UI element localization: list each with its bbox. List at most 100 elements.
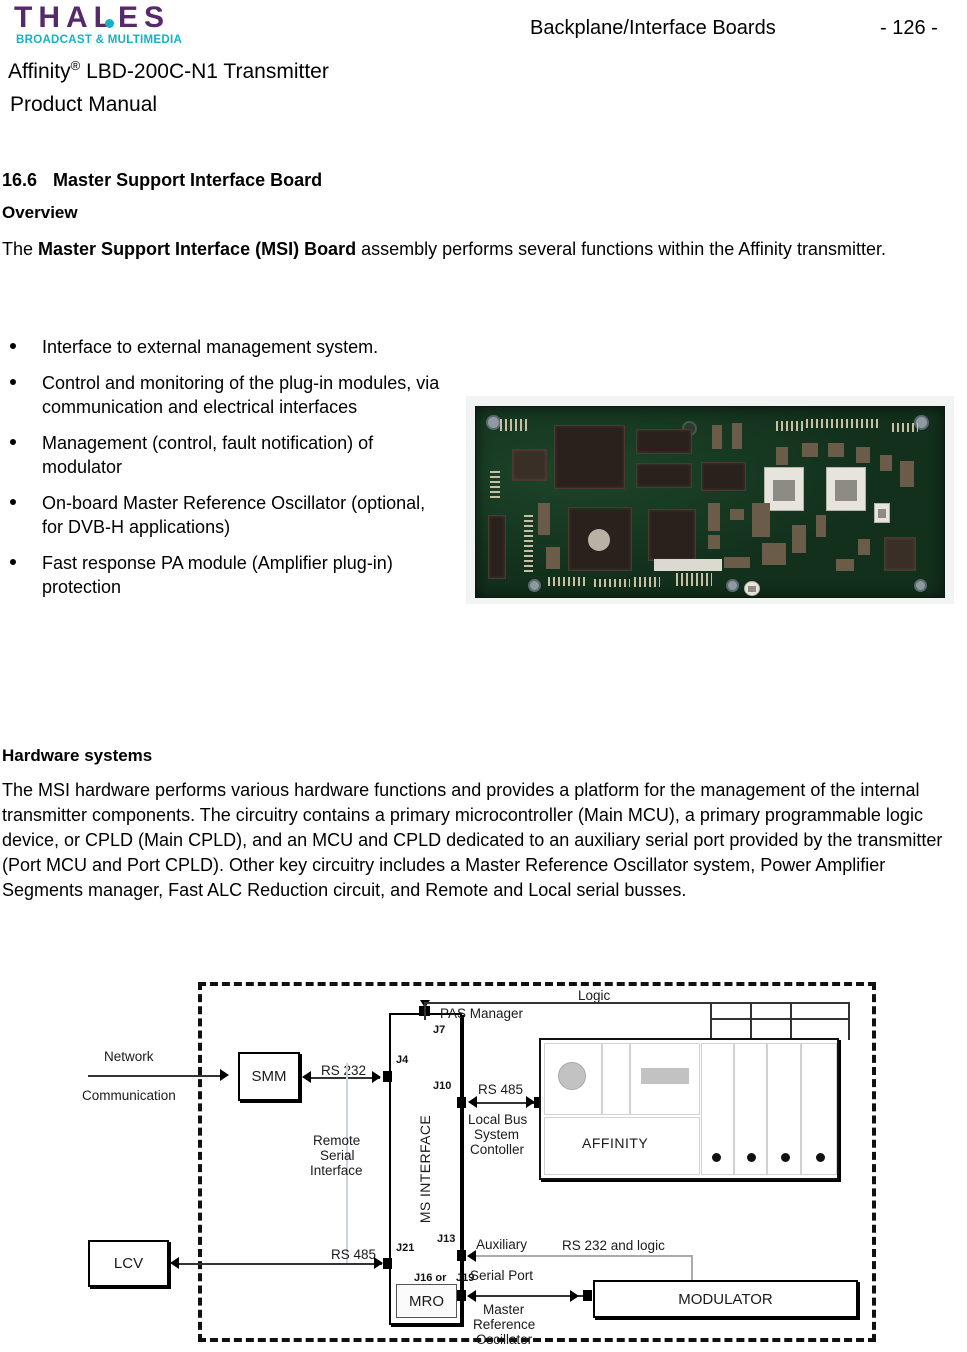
smd-component	[900, 461, 914, 487]
transmitter-boundary	[198, 982, 876, 1342]
thales-dot-icon	[105, 19, 114, 28]
rack-slot-indicator-1	[712, 1153, 721, 1162]
running-head: Backplane/Interface Boards	[530, 17, 776, 39]
bullet-dot-icon	[10, 379, 16, 385]
list-item: On-board Master Reference Oscillator (op…	[2, 491, 442, 539]
port-affinity-rs485	[534, 1097, 543, 1108]
pin-header	[500, 419, 528, 431]
list-item-label: Interface to external management system.	[42, 337, 379, 357]
smd-component	[708, 535, 720, 549]
rs232-arrow-left-icon	[302, 1071, 311, 1083]
mro-label: MRO	[409, 1292, 444, 1310]
thales-tagline: BROADCAST & MULTIMEDIA	[16, 34, 183, 46]
local-bus-label-3: Contoller	[470, 1142, 525, 1157]
list-item-label: Management (control, fault notification)…	[42, 433, 374, 477]
port-j10	[457, 1097, 466, 1108]
logic-label: Logic	[578, 988, 611, 1003]
dip-switch	[676, 573, 712, 586]
ti-chip	[701, 462, 746, 491]
pas-line-vert	[424, 1002, 426, 1006]
page-header: THALES BROADCAST & MULTIMEDIA Backplane/…	[0, 0, 967, 150]
mro-link-line	[470, 1295, 586, 1297]
bullet-dot-icon	[10, 439, 16, 445]
smd-component	[856, 447, 870, 463]
local-bus-label-2: System	[474, 1127, 520, 1142]
doc-title-pre: Affinity	[8, 60, 71, 83]
rs485-local-label: RS 485	[478, 1082, 524, 1097]
smd-component	[732, 423, 742, 449]
registered-mark: ®	[70, 58, 81, 73]
logic-drop-4	[848, 1002, 850, 1040]
overview-paragraph: The Master Support Interface (MSI) Board…	[2, 237, 947, 262]
mounting-hole-icon	[528, 579, 541, 592]
section-title: Master Support Interface Board	[53, 170, 323, 190]
pas-manager-drop-line	[424, 1006, 426, 1020]
fpga-chip	[554, 425, 625, 489]
thales-logo: THALES BROADCAST & MULTIMEDIA	[8, 3, 238, 47]
pcb-substrate	[475, 406, 945, 598]
pas-manager-label: PAS Manager	[440, 1006, 524, 1021]
logic-drop-1	[710, 1002, 712, 1040]
port-j4	[383, 1071, 392, 1082]
j21-label: J21	[396, 1242, 415, 1254]
modulator-block: MODULATOR	[593, 1280, 858, 1318]
mro-block: MRO	[396, 1284, 457, 1318]
remote-serial-divider	[346, 1063, 348, 1263]
list-item-label: On-board Master Reference Oscillator (op…	[42, 493, 426, 537]
j7-label: J7	[433, 1024, 446, 1036]
auxiliary-label-2: Serial Port	[470, 1268, 534, 1283]
remote-serial-label-3: Interface	[310, 1163, 363, 1178]
coax-connector	[744, 581, 760, 596]
logic-drop-3	[790, 1002, 792, 1040]
lcv-arrow-left-icon	[170, 1257, 179, 1269]
edge-connector	[524, 515, 533, 575]
port-modulator-mro	[583, 1290, 592, 1301]
pin-header	[548, 577, 586, 586]
page-number: - 126 -	[880, 17, 938, 39]
overview-post: assembly performs several functions with…	[356, 239, 886, 259]
mro-label-3: Oscillator	[476, 1332, 533, 1347]
lcv-label: LCV	[113, 1255, 144, 1272]
rack-slot-1	[701, 1043, 734, 1175]
port-j21	[383, 1258, 392, 1269]
smd-component	[802, 443, 818, 457]
smd-component	[828, 443, 844, 457]
rack-slot-indicator-2	[747, 1153, 756, 1162]
smd-component	[762, 543, 786, 565]
smm-label: SMM	[251, 1068, 287, 1085]
mounting-hole-icon	[914, 579, 927, 592]
mounting-hole-icon	[486, 415, 501, 430]
rack-panel-lower	[544, 1117, 700, 1175]
rj45-connector	[764, 467, 804, 511]
j13-label: J13	[437, 1233, 456, 1245]
rs232-top-label: RS 232	[321, 1063, 367, 1078]
rs485-bottom-line	[176, 1263, 382, 1265]
rs232-logic-line	[470, 1255, 692, 1257]
j19-label: J19	[456, 1272, 475, 1284]
smd-component	[708, 503, 720, 531]
memory-chip	[636, 463, 692, 488]
edge-connector	[490, 471, 500, 501]
document-title-line1: Affinity® LBD-200C-N1 Transmitter	[8, 58, 329, 84]
logic-drop-cap-2	[750, 1018, 790, 1020]
port-j19	[457, 1290, 466, 1301]
overview-bold-term: Master Support Interface (MSI) Board	[38, 239, 357, 259]
relay-component	[884, 537, 916, 571]
overview-heading: Overview	[2, 203, 78, 222]
affinity-rack-block: AFFINITY	[539, 1038, 839, 1180]
local-bus-label-1: Local Bus	[468, 1112, 528, 1127]
aux-arrow-left-icon	[467, 1250, 476, 1262]
smd-component	[546, 547, 560, 569]
lcv-arrow-right-icon	[374, 1257, 383, 1269]
mro-arrow-right-icon	[570, 1290, 579, 1302]
list-item: Management (control, fault notification)…	[2, 431, 442, 479]
rack-panel-upper-mid	[602, 1043, 630, 1115]
rs232-link-line	[308, 1077, 380, 1079]
rack-slot-3	[767, 1043, 801, 1175]
mro-label-2: Reference	[473, 1317, 536, 1332]
small-chip	[512, 449, 547, 481]
list-item: Interface to external management system.	[2, 335, 442, 359]
cpld-chip	[648, 509, 696, 561]
coax-connector	[874, 503, 890, 523]
rs232-logic-drop	[691, 1255, 693, 1281]
